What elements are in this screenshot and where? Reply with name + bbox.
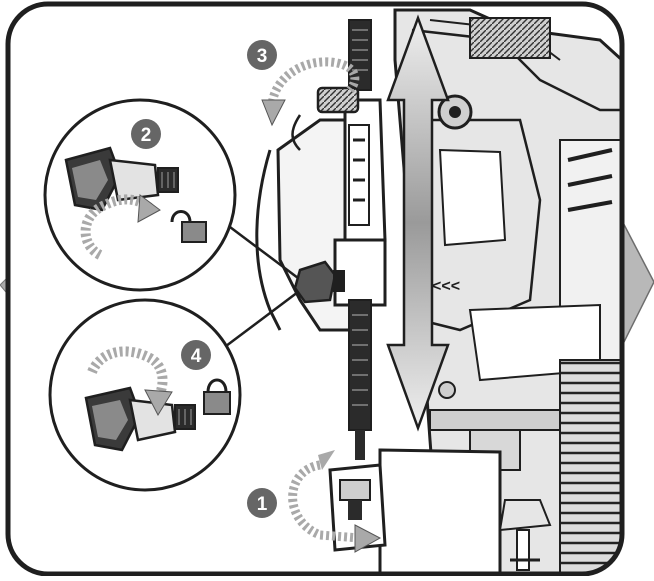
step-badge-2: 2 [131,119,161,149]
svg-text:1: 1 [257,494,268,515]
depth-travel-double-arrow-icon [386,14,450,432]
fine-adjust-knob [291,86,360,151]
step-badge-1: 1 [247,488,277,518]
turret-stop [328,463,387,552]
svg-text:4: 4 [191,346,202,367]
padlock-closed-icon [203,378,231,415]
locking-knob [293,260,345,304]
frame-border [5,1,625,577]
svg-text:2: 2 [141,125,152,146]
rotate-arrow-icon [288,450,382,553]
svg-text:3: 3 [257,46,268,67]
rotate-arrow-icon [261,57,360,127]
padlock-open-icon [170,210,207,243]
step-badge-3: 3 [247,40,277,70]
router-housing [378,8,622,574]
step-badge-4: 4 [181,340,211,370]
housing-marking: <<< [432,278,460,295]
